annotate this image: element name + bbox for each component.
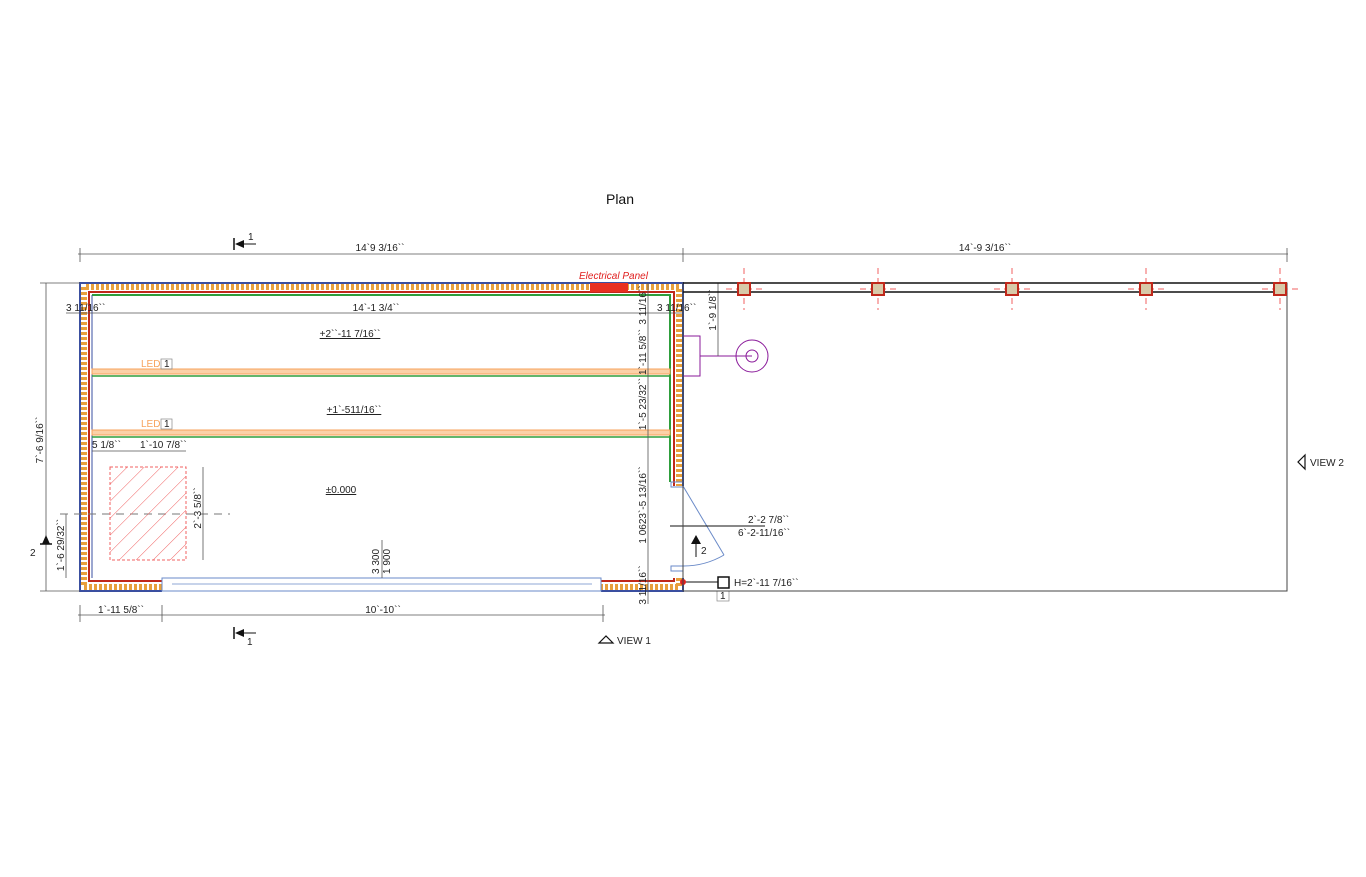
section-marker-2-left: 2 — [30, 535, 52, 559]
svg-text:1: 1 — [247, 637, 253, 648]
right-wall-dimensions: 3 11/16`` 1`-11 5/8`` 1`-5 23/32`` 1 062… — [637, 283, 649, 605]
inner-dimensions: 3 11/16`` 14`-1 3/4`` 3 11/16`` +2``-11 … — [66, 302, 696, 496]
post — [1262, 268, 1298, 310]
drawing-title: Plan — [606, 191, 634, 207]
svg-text:VIEW 1: VIEW 1 — [617, 636, 651, 647]
level-upper: +2``-11 7/16`` — [320, 328, 381, 340]
svg-text:H=2`-11 7/16``: H=2`-11 7/16`` — [734, 577, 799, 589]
door-swing: 2`-2 7/8`` 6`-2-11/16`` 2 — [670, 481, 790, 572]
electrical-panel: Electrical Panel — [579, 271, 649, 292]
light-switch: H=2`-11 7/16`` 1 — [680, 576, 799, 602]
post — [860, 268, 896, 310]
svg-text:3 11/16``: 3 11/16`` — [657, 302, 696, 314]
svg-text:1 900: 1 900 — [382, 549, 393, 574]
svg-text:1: 1 — [720, 591, 726, 602]
svg-text:3 11/16``: 3 11/16`` — [637, 285, 649, 324]
hatched-clearance-area: 5 1/8`` 1`-10 7/8`` 2`-3 5/8`` — [92, 439, 204, 561]
svg-text:VIEW 2: VIEW 2 — [1310, 458, 1344, 469]
svg-text:10`-10``: 10`-10`` — [365, 604, 401, 616]
svg-text:5 1/8``: 5 1/8`` — [92, 439, 121, 451]
deck-outline — [682, 282, 1288, 592]
post — [726, 268, 762, 310]
svg-text:2: 2 — [30, 548, 36, 559]
svg-text:1`-11 5/8``: 1`-11 5/8`` — [637, 329, 649, 375]
top-dimension-lines: 14`9 3/16`` 14`-9 3/16`` — [78, 242, 1288, 262]
post — [994, 268, 1030, 310]
svg-text:3 11/16``: 3 11/16`` — [637, 565, 649, 604]
svg-text:1 0623`-5 13/16``: 1 0623`-5 13/16`` — [637, 466, 649, 543]
view-1-marker[interactable]: VIEW 1 — [597, 635, 651, 647]
bottom-dimensions: 1`-11 5/8`` 10`-10`` — [78, 604, 605, 622]
svg-text:2: 2 — [701, 546, 707, 557]
svg-text:3 11/16``: 3 11/16`` — [66, 302, 105, 314]
led-strip-2: LED 1 — [91, 418, 671, 438]
svg-text:1`-6 29/32``: 1`-6 29/32`` — [55, 519, 67, 571]
outdoor-fixture: 1`-9 1/8`` — [682, 283, 769, 377]
svg-text:1`-11 5/8``: 1`-11 5/8`` — [98, 604, 144, 616]
svg-text:1`-9 1/8``: 1`-9 1/8`` — [707, 289, 719, 330]
svg-text:6`-2-11/16``: 6`-2-11/16`` — [738, 527, 790, 539]
svg-text:1`-10 7/8``: 1`-10 7/8`` — [140, 439, 187, 451]
led-strip-1: LED 1 — [91, 358, 671, 377]
svg-text:1: 1 — [164, 419, 170, 430]
svg-text:3 300: 3 300 — [371, 549, 382, 574]
svg-text:14`-1 3/4``: 14`-1 3/4`` — [353, 302, 400, 314]
svg-text:LED: LED — [141, 419, 160, 430]
svg-text:1: 1 — [248, 232, 254, 243]
level-floor: ±0.000 — [326, 485, 357, 496]
left-dimensions: 7`-6 9/16`` 1`-6 29/32`` — [34, 282, 230, 592]
section-marker-1-bottom: 1 — [233, 627, 256, 648]
svg-text:Electrical Panel: Electrical Panel — [579, 271, 649, 282]
dim-overall-left: 14`9 3/16`` — [356, 242, 405, 254]
view-2-marker[interactable]: VIEW 2 — [1297, 453, 1344, 471]
posts — [726, 268, 1298, 310]
level-middle: +1`-511/16`` — [327, 404, 382, 416]
svg-text:LED: LED — [141, 359, 160, 370]
svg-text:1: 1 — [164, 359, 170, 370]
opening-dimension: 3 300 1 900 — [371, 540, 393, 578]
svg-text:7`-6 9/16``: 7`-6 9/16`` — [34, 417, 46, 464]
svg-text:2`-2 7/8``: 2`-2 7/8`` — [748, 514, 789, 526]
room-walls — [79, 282, 684, 592]
section-marker-1-top: 1 — [233, 232, 256, 250]
svg-text:1`-5 23/32``: 1`-5 23/32`` — [637, 378, 649, 430]
dim-overall-right: 14`-9 3/16`` — [959, 242, 1011, 254]
post — [1128, 268, 1164, 310]
svg-text:2`-3 5/8``: 2`-3 5/8`` — [192, 487, 204, 528]
